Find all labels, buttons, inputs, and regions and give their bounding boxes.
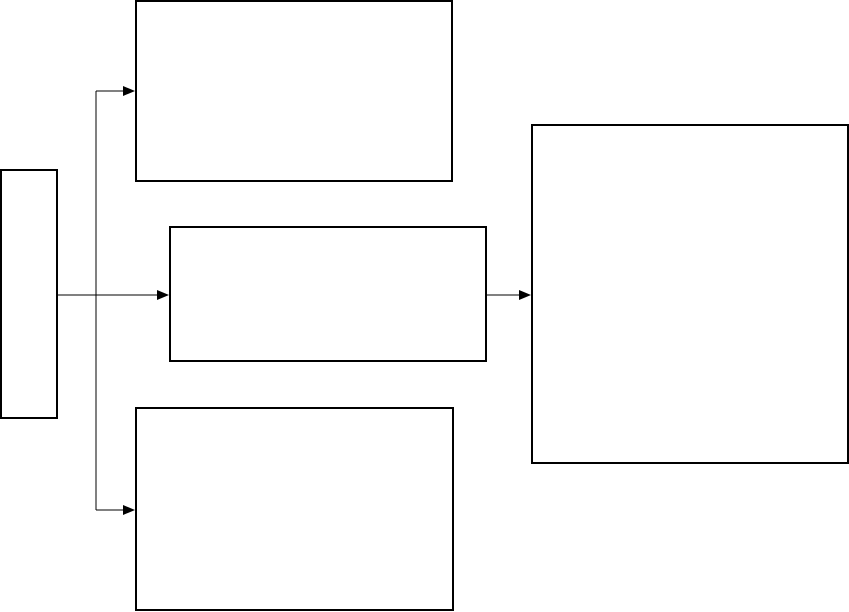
node-middle	[169, 226, 487, 362]
node-top	[135, 0, 453, 182]
node-bottom	[135, 407, 454, 611]
node-source	[0, 169, 58, 419]
node-result	[531, 124, 849, 464]
